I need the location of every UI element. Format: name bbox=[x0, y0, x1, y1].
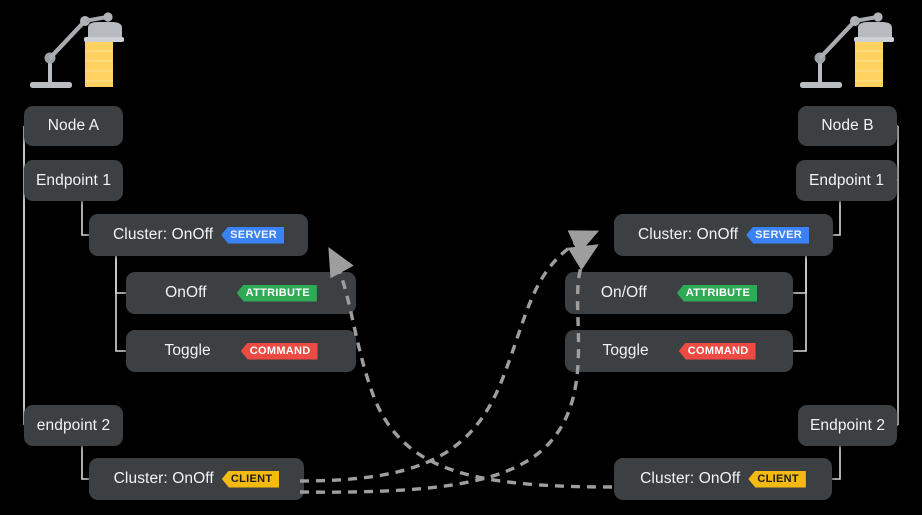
left-endpoint-1-label: Endpoint 1 bbox=[35, 171, 112, 189]
node-a-box[interactable]: Node A bbox=[24, 106, 123, 146]
right-cluster-onoff-client-box[interactable]: Cluster: OnOff CLIENT bbox=[614, 458, 832, 500]
desk-lamp-icon-right bbox=[792, 4, 902, 107]
right-server-badge: SERVER bbox=[746, 226, 810, 244]
node-b-label: Node B bbox=[821, 117, 874, 134]
left-attribute-onoff-box[interactable]: OnOff ATTRIBUTE bbox=[126, 272, 356, 314]
left-cluster-onoff-server-label: Cluster: OnOff bbox=[112, 226, 214, 243]
left-client-badge: CLIENT bbox=[221, 470, 280, 488]
left-command-toggle-box[interactable]: Toggle COMMAND bbox=[126, 330, 356, 372]
desk-lamp-icon-left bbox=[22, 4, 132, 107]
right-endpoint-2-label: Endpoint 2 bbox=[809, 416, 886, 434]
right-client-badge: CLIENT bbox=[748, 470, 806, 488]
left-attribute-badge: ATTRIBUTE bbox=[236, 284, 317, 302]
left-cluster-onoff-server-box[interactable]: Cluster: OnOff SERVER bbox=[89, 214, 308, 256]
node-a-label: Node A bbox=[47, 117, 100, 134]
right-attribute-onoff-label: On/Off bbox=[600, 284, 647, 301]
left-endpoint-2-box[interactable]: endpoint 2 bbox=[24, 405, 123, 446]
right-endpoint-1-box[interactable]: Endpoint 1 bbox=[796, 160, 897, 201]
right-cluster-onoff-client-label: Cluster: OnOff bbox=[640, 470, 741, 487]
right-command-toggle-box[interactable]: Toggle COMMAND bbox=[565, 330, 793, 372]
left-attribute-onoff-label: OnOff bbox=[165, 284, 207, 301]
left-server-badge: SERVER bbox=[221, 226, 285, 244]
right-command-badge: COMMAND bbox=[678, 342, 756, 360]
right-attribute-badge: ATTRIBUTE bbox=[676, 284, 758, 302]
right-endpoint-2-box[interactable]: Endpoint 2 bbox=[798, 405, 897, 446]
left-command-toggle-label: Toggle bbox=[164, 342, 211, 359]
left-endpoint-1-box[interactable]: Endpoint 1 bbox=[24, 160, 123, 201]
right-cluster-onoff-server-box[interactable]: Cluster: OnOff SERVER bbox=[614, 214, 833, 256]
node-b-box[interactable]: Node B bbox=[798, 106, 897, 146]
right-endpoint-1-label: Endpoint 1 bbox=[808, 171, 885, 189]
right-command-toggle-label: Toggle bbox=[602, 342, 649, 359]
left-cluster-onoff-client-label: Cluster: OnOff bbox=[113, 470, 214, 487]
left-command-badge: COMMAND bbox=[240, 342, 318, 360]
right-cluster-onoff-server-label: Cluster: OnOff bbox=[637, 226, 739, 243]
right-attribute-onoff-box[interactable]: On/Off ATTRIBUTE bbox=[565, 272, 793, 314]
left-endpoint-2-label: endpoint 2 bbox=[36, 416, 111, 434]
left-cluster-onoff-client-box[interactable]: Cluster: OnOff CLIENT bbox=[89, 458, 304, 500]
